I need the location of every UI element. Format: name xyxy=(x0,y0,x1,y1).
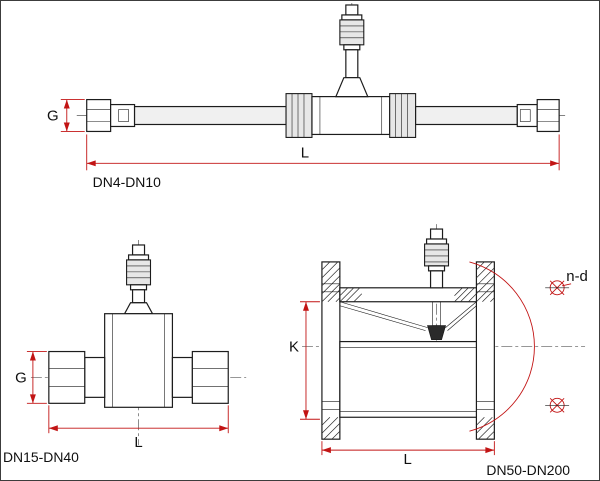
drawing-dn4-dn10: G L DN4-DN10 xyxy=(47,2,566,190)
range-label-dn4-dn10: DN4-DN10 xyxy=(93,174,161,190)
outlet-hex-fitting xyxy=(171,350,229,404)
dim-g-label: G xyxy=(47,108,59,125)
meter-body-section xyxy=(339,287,478,418)
bolt-hole-bottom xyxy=(545,397,570,413)
dim-g-label: G xyxy=(15,369,27,386)
inlet-pipe xyxy=(133,105,287,126)
range-label-dn15-dn40: DN15-DN40 xyxy=(3,449,79,465)
sensor-assembly xyxy=(334,4,369,98)
outlet-flange xyxy=(475,261,495,440)
dimension-l: L xyxy=(48,405,229,451)
drawing-dn15-dn40: G L DN15-DN40 xyxy=(3,240,247,465)
inlet-hex-fitting xyxy=(48,350,106,404)
dimension-l: L xyxy=(321,441,495,468)
sensor-assembly xyxy=(424,228,450,289)
dimension-g: G xyxy=(15,351,47,404)
inlet-hex-fitting xyxy=(86,98,136,133)
meter-body xyxy=(104,313,174,408)
dim-l-label: L xyxy=(301,144,309,161)
dimension-g: G xyxy=(47,99,85,132)
meter-body xyxy=(285,93,417,138)
dimension-k: K xyxy=(289,301,320,420)
drawing-dn50-dn200: n-d K L DN50-DN200 xyxy=(289,224,588,478)
sensor-assembly xyxy=(123,244,154,315)
dimension-l: L xyxy=(86,134,560,171)
dim-l-label: L xyxy=(134,434,142,451)
inlet-flange xyxy=(321,261,341,440)
dim-k-label: K xyxy=(289,339,299,356)
dim-l-label: L xyxy=(403,451,411,468)
bolt-circle: n-d xyxy=(469,261,588,432)
range-label-dn50-dn200: DN50-DN200 xyxy=(486,462,570,478)
outlet-hex-fitting xyxy=(516,98,560,133)
outlet-pipe xyxy=(415,105,518,126)
bolt-leader-line xyxy=(562,283,572,287)
bolt-circle-label: n-d xyxy=(566,268,588,285)
bolt-hole-top xyxy=(545,280,570,296)
